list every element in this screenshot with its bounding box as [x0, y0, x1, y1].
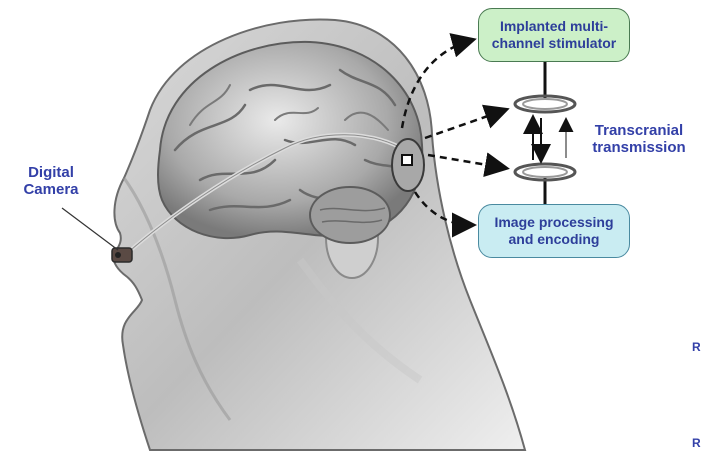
lower-coil — [515, 164, 575, 180]
arrow-to-upper-coil — [425, 110, 505, 138]
digital-camera-label: Digital Camera — [6, 164, 96, 199]
image-processing-box: Image processing and encoding — [478, 204, 630, 258]
stimulator-box: Implanted multi- channel stimulator — [478, 8, 630, 62]
implant-device — [392, 139, 424, 191]
edge-mark-lower: R — [692, 436, 701, 450]
camera-pointer-line — [62, 208, 118, 250]
processing-label-line1: Image processing — [494, 214, 613, 231]
stimulator-label-line1: Implanted multi- — [492, 18, 616, 35]
arrow-to-lower-coil — [428, 155, 505, 168]
processing-label-line2: and encoding — [494, 231, 613, 248]
camera-label-line2: Camera — [6, 181, 96, 198]
camera-label-line1: Digital — [6, 164, 96, 181]
edge-mark-upper: R — [692, 340, 701, 354]
transmission-label-line2: transmission — [578, 139, 700, 156]
transmission-label-line1: Transcranial — [578, 122, 700, 139]
transcranial-transmission-label: Transcranial transmission — [578, 122, 700, 157]
stimulator-label-line2: channel stimulator — [492, 35, 616, 52]
camera-device — [112, 248, 132, 262]
upper-coil — [515, 96, 575, 112]
